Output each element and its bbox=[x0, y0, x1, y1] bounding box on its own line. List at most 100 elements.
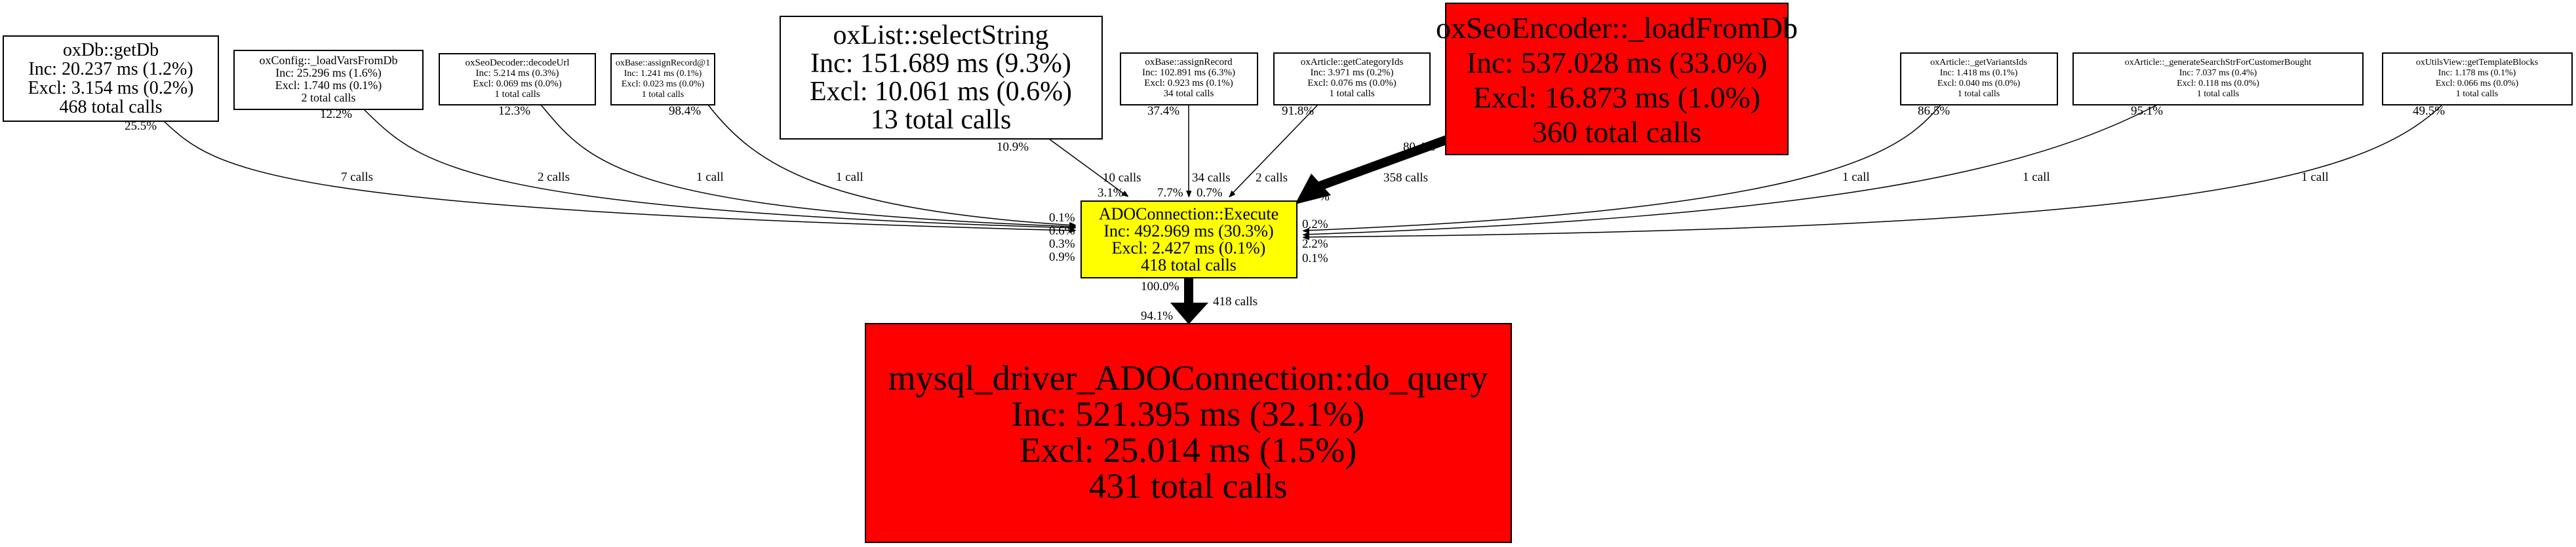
node-selectString[interactable]: oxList::selectString Inc: 151.689 ms (9.… bbox=[780, 16, 1103, 140]
node-inc: Inc: 521.395 ms (32.1%) bbox=[1012, 394, 1364, 434]
edge-head-pct: 0.7% bbox=[1197, 186, 1223, 200]
node-name: oxBase::assignRecord bbox=[1145, 57, 1233, 67]
node-name: ADOConnection::Execute bbox=[1099, 204, 1278, 223]
node-getCategoryIds[interactable]: oxArticle::getCategoryIds Inc: 3.971 ms … bbox=[1273, 52, 1431, 105]
node-assignRecord1[interactable]: oxBase::assignRecord@1 Inc: 1.241 ms (0.… bbox=[610, 53, 715, 105]
edge-head-pct: 2.2% bbox=[1302, 237, 1328, 251]
edge-head-pct: 0.1% bbox=[1049, 211, 1075, 225]
node-inc: Inc: 1.241 ms (0.1%) bbox=[624, 69, 702, 79]
edge-tail-pct: 25.5% bbox=[125, 119, 157, 133]
edge-assignRecord1 bbox=[707, 104, 1075, 225]
node-calls: 34 total calls bbox=[1164, 88, 1214, 99]
edge-tail-pct: 80.4% bbox=[1403, 140, 1435, 154]
edge-templateBlocks bbox=[1303, 104, 2443, 237]
node-excl: Excl: 0.069 ms (0.0%) bbox=[473, 79, 561, 89]
edge-head-pct: 7.7% bbox=[1157, 186, 1183, 200]
edge-head-pct: 0.2% bbox=[1302, 217, 1328, 231]
edge-call-count: 2 calls bbox=[538, 170, 570, 184]
node-inc: Inc: 3.971 ms (0.2%) bbox=[1310, 67, 1393, 78]
node-inc: Inc: 20.237 ms (1.2%) bbox=[28, 59, 193, 79]
node-getVariantsIds[interactable]: oxArticle::_getVariantsIds Inc: 1.418 ms… bbox=[1900, 52, 2058, 105]
node-calls: 431 total calls bbox=[1089, 466, 1288, 506]
node-calls: 2 total calls bbox=[302, 91, 356, 104]
node-name: oxBase::assignRecord@1 bbox=[616, 58, 710, 68]
edge-loadFromDb-arrow bbox=[1295, 174, 1331, 204]
edge-call-count: 2 calls bbox=[1256, 171, 1288, 185]
edge-call-count: 7 calls bbox=[341, 170, 373, 184]
edge-head-pct: 3.1% bbox=[1098, 186, 1124, 200]
node-name: oxArticle::_getVariantsIds bbox=[1930, 58, 2027, 67]
node-excl: Excl: 0.118 ms (0.0%) bbox=[2177, 79, 2259, 88]
edge-getCategoryIds bbox=[1229, 104, 1318, 197]
node-inc: Inc: 492.969 ms (30.3%) bbox=[1103, 221, 1273, 240]
edge-tail-pct: 95.1% bbox=[2131, 104, 2163, 118]
node-loadVarsFromDb[interactable]: oxConfig::_loadVarsFromDb Inc: 25.296 ms… bbox=[233, 50, 424, 110]
node-calls: 1 total calls bbox=[2197, 89, 2240, 99]
edge-head-pct: 94.1% bbox=[1141, 309, 1173, 323]
node-inc: Inc: 102.891 ms (6.3%) bbox=[1142, 67, 1235, 78]
edge-call-count: 1 call bbox=[696, 170, 724, 184]
edge-generateSearch bbox=[1303, 104, 2158, 235]
node-excl: Excl: 0.923 ms (0.1%) bbox=[1144, 78, 1233, 88]
node-inc: Inc: 151.689 ms (9.3%) bbox=[810, 48, 1071, 79]
edge-tail-pct: 91.8% bbox=[1282, 104, 1314, 118]
edge-tail-pct: 12.2% bbox=[320, 107, 352, 121]
edge-loadFromDb bbox=[1316, 134, 1451, 191]
edge-doQuery-arrow bbox=[1170, 303, 1208, 324]
edge-head-pct: 0.6% bbox=[1049, 224, 1075, 238]
edge-call-count: 358 calls bbox=[1383, 171, 1428, 185]
edge-head-pct: 0.3% bbox=[1049, 237, 1075, 251]
edge-call-count: 10 calls bbox=[1103, 171, 1141, 185]
node-name: oxSeoDecoder::decodeUrl bbox=[465, 58, 569, 68]
node-excl: Excl: 16.873 ms (1.0%) bbox=[1473, 81, 1760, 114]
edge-head-pct: 0.1% bbox=[1302, 252, 1328, 265]
edge-call-count: 1 call bbox=[1842, 170, 1870, 184]
node-assignRecord[interactable]: oxBase::assignRecord Inc: 102.891 ms (6.… bbox=[1120, 52, 1258, 105]
edge-getDb bbox=[163, 121, 1075, 231]
node-calls: 1 total calls bbox=[1958, 89, 2000, 99]
node-name: oxArticle::_generateSearchStrForCustomer… bbox=[2125, 58, 2312, 67]
node-name: oxList::selectString bbox=[833, 20, 1049, 50]
node-calls: 1 total calls bbox=[2456, 89, 2499, 99]
node-excl: Excl: 2.427 ms (0.1%) bbox=[1112, 238, 1266, 257]
node-name: oxArticle::getCategoryIds bbox=[1301, 57, 1404, 67]
node-name: oxSeoEncoder::_loadFromDb bbox=[1436, 11, 1798, 45]
edge-call-count: 418 calls bbox=[1213, 295, 1258, 309]
edge-call-count: 1 call bbox=[2301, 170, 2329, 184]
node-generateSearch[interactable]: oxArticle::_generateSearchStrForCustomer… bbox=[2072, 52, 2364, 105]
edge-head-pct: % bbox=[1319, 190, 1330, 204]
node-name: oxUtilsView::getTemplateBlocks bbox=[2416, 58, 2538, 67]
edge-head-pct: 0.9% bbox=[1049, 250, 1075, 264]
edge-tail-pct: 100.0% bbox=[1141, 280, 1179, 293]
node-calls: 468 total calls bbox=[59, 97, 162, 117]
node-inc: Inc: 537.028 ms (33.0%) bbox=[1467, 46, 1768, 79]
node-decodeUrl[interactable]: oxSeoDecoder::decodeUrl Inc: 5.214 ms (0… bbox=[439, 53, 596, 105]
node-excl: Excl: 0.040 ms (0.0%) bbox=[1937, 79, 2021, 88]
edge-selectString bbox=[1048, 138, 1128, 197]
node-name: oxConfig::_loadVarsFromDb bbox=[260, 54, 398, 67]
edge-tail-pct: 37.4% bbox=[1147, 104, 1179, 118]
node-inc: Inc: 1.418 ms (0.1%) bbox=[1940, 68, 2018, 78]
node-loadFromDb[interactable]: oxSeoEncoder::_loadFromDb Inc: 537.028 m… bbox=[1436, 3, 1798, 155]
node-getDb[interactable]: oxDb::getDb Inc: 20.237 ms (1.2%) Excl: … bbox=[3, 35, 219, 122]
edge-getVariantsIds bbox=[1303, 104, 1941, 231]
edge-tail-pct: 49.5% bbox=[2413, 104, 2445, 118]
node-calls: 360 total calls bbox=[1532, 115, 1701, 149]
edge-call-count: 1 call bbox=[836, 170, 863, 184]
node-inc: Inc: 5.214 ms (0.3%) bbox=[475, 68, 559, 79]
node-excl: Excl: 1.740 ms (0.1%) bbox=[275, 79, 382, 92]
node-templateBlocks[interactable]: oxUtilsView::getTemplateBlocks Inc: 1.17… bbox=[2382, 52, 2573, 105]
node-excl: Excl: 0.076 ms (0.0%) bbox=[1307, 78, 1396, 88]
node-name: oxDb::getDb bbox=[63, 40, 159, 60]
node-calls: 1 total calls bbox=[1329, 88, 1374, 99]
node-excl: Excl: 3.154 ms (0.2%) bbox=[28, 78, 194, 98]
edge-labels: 25.5% 7 calls 0.9% 12.2% 2 calls 0.3% 12… bbox=[125, 104, 2445, 323]
node-inc: Inc: 25.296 ms (1.6%) bbox=[275, 66, 381, 80]
node-calls: 1 total calls bbox=[642, 90, 684, 100]
node-doQuery[interactable]: mysql_driver_ADOConnection::do_query Inc… bbox=[865, 323, 1512, 543]
node-inc: Inc: 1.178 ms (0.1%) bbox=[2438, 68, 2516, 78]
edge-tail-pct: 98.4% bbox=[669, 104, 701, 118]
node-execute[interactable]: ADOConnection::Execute Inc: 492.969 ms (… bbox=[1080, 200, 1298, 278]
node-name: mysql_driver_ADOConnection::do_query bbox=[888, 358, 1488, 398]
